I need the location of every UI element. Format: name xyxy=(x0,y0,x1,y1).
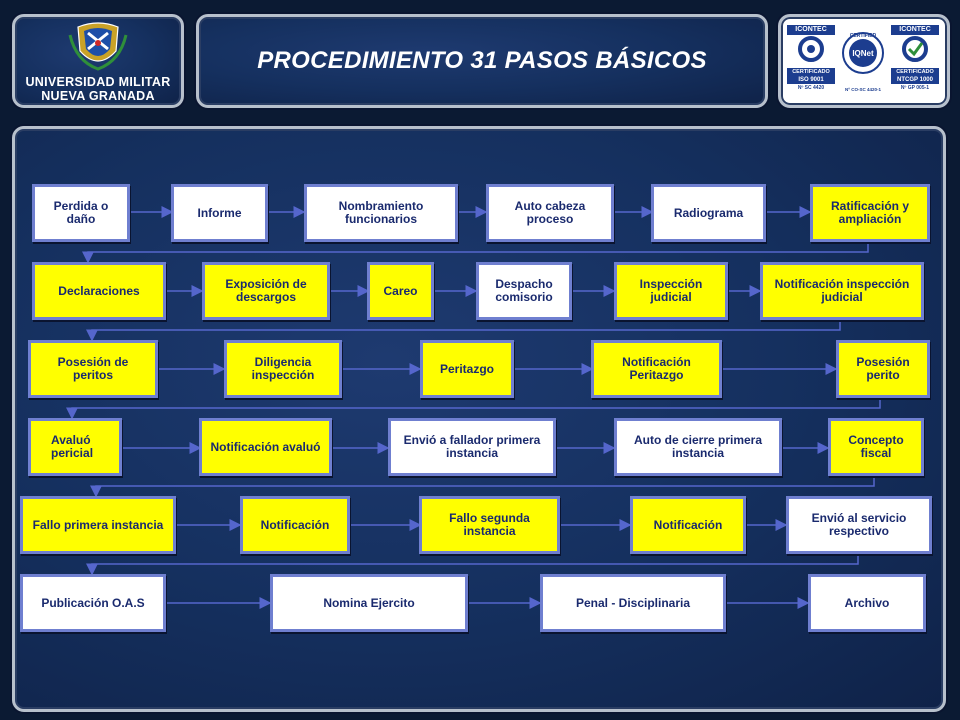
cert-code: ISO 9001 xyxy=(787,76,835,84)
step-envio-fallador-primera-instancia: Envió a fallador primera instancia xyxy=(388,418,556,476)
step-nombramiento-funcionarios: Nombramiento funcionarios xyxy=(304,184,458,242)
cert-mid: CERTIFICADO xyxy=(787,68,835,76)
logo-line1: UNIVERSIDAD MILITAR xyxy=(25,75,171,89)
step-archivo: Archivo xyxy=(808,574,926,632)
cert-num: Nº CO-SC 4420-1 xyxy=(845,87,881,92)
step-auto-cierre-primera-instancia: Auto de cierre primera instancia xyxy=(614,418,782,476)
certification-panel: ICONTEC CERTIFICADO ISO 9001 Nº SC 4420 … xyxy=(778,14,950,108)
step-careo: Careo xyxy=(367,262,434,320)
step-informe: Informe xyxy=(171,184,268,242)
title-panel: PROCEDIMIENTO 31 PASOS BÁSICOS xyxy=(196,14,768,108)
step-auto-cabeza-proceso: Auto cabeza proceso xyxy=(486,184,614,242)
step-exposicion-descargos: Exposición de descargos xyxy=(202,262,330,320)
step-declaraciones: Declaraciones xyxy=(32,262,166,320)
step-diligencia-inspeccion: Diligencia inspección xyxy=(224,340,342,398)
step-notificacion-peritazgo: Notificación Peritazgo xyxy=(591,340,722,398)
cert-code: NTCGP 1000 xyxy=(891,76,939,84)
step-perdida-o-dano: Perdida o daño xyxy=(32,184,130,242)
step-notificacion-2: Notificación xyxy=(630,496,746,554)
step-penal-disciplinaria: Penal - Disciplinaria xyxy=(540,574,726,632)
step-inspeccion-judicial: Inspección judicial xyxy=(614,262,728,320)
step-notificacion-1: Notificación xyxy=(240,496,350,554)
cert-num: Nº SC 4420 xyxy=(797,85,825,91)
page-title: PROCEDIMIENTO 31 PASOS BÁSICOS xyxy=(257,47,707,74)
step-avaluo-pericial: Avaluó pericial xyxy=(28,418,122,476)
cert-mid: CERTIFICADO xyxy=(891,68,939,76)
cert-num: Nº GP 005-1 xyxy=(900,85,930,91)
step-notificacion-inspeccion-judicial: Notificación inspección judicial xyxy=(760,262,924,320)
step-despacho-comisorio: Despacho comisorio xyxy=(476,262,572,320)
step-posesion-perito: Posesión perito xyxy=(836,340,930,398)
step-posesion-peritos: Posesión de peritos xyxy=(28,340,158,398)
flow-panel xyxy=(12,126,946,712)
logo-line2: NUEVA GRANADA xyxy=(41,89,155,103)
step-nomina-ejercito: Nomina Ejercito xyxy=(270,574,468,632)
step-notificacion-avaluo: Notificación avaluó xyxy=(199,418,332,476)
step-peritazgo: Peritazgo xyxy=(420,340,514,398)
cert-top: CERTIFIED xyxy=(850,33,877,39)
icontec-ntcgp1000-seal-icon: ICONTEC CERTIFICADO NTCGP 1000 Nº GP 005… xyxy=(891,25,939,97)
step-fallo-segunda-instancia: Fallo segunda instancia xyxy=(419,496,560,554)
cert-mid: IQNet xyxy=(852,49,874,58)
step-envio-servicio-respectivo: Envió al servicio respectivo xyxy=(786,496,932,554)
cert-top: ICONTEC xyxy=(891,25,939,35)
university-crest-icon xyxy=(68,22,128,71)
iqnet-seal-icon: CERTIFIED IQNet Nº CO-SC 4420-1 xyxy=(839,25,887,97)
step-publicacion-oas: Publicación O.A.S xyxy=(20,574,166,632)
step-fallo-primera-instancia: Fallo primera instancia xyxy=(20,496,176,554)
icontec-iso9001-seal-icon: ICONTEC CERTIFICADO ISO 9001 Nº SC 4420 xyxy=(787,25,835,97)
cert-top: ICONTEC xyxy=(787,25,835,35)
step-radiograma: Radiograma xyxy=(651,184,766,242)
logo-panel: UNIVERSIDAD MILITAR NUEVA GRANADA xyxy=(12,14,184,108)
step-concepto-fiscal: Concepto fiscal xyxy=(828,418,924,476)
step-ratificacion-ampliacion: Ratificación y ampliación xyxy=(810,184,930,242)
